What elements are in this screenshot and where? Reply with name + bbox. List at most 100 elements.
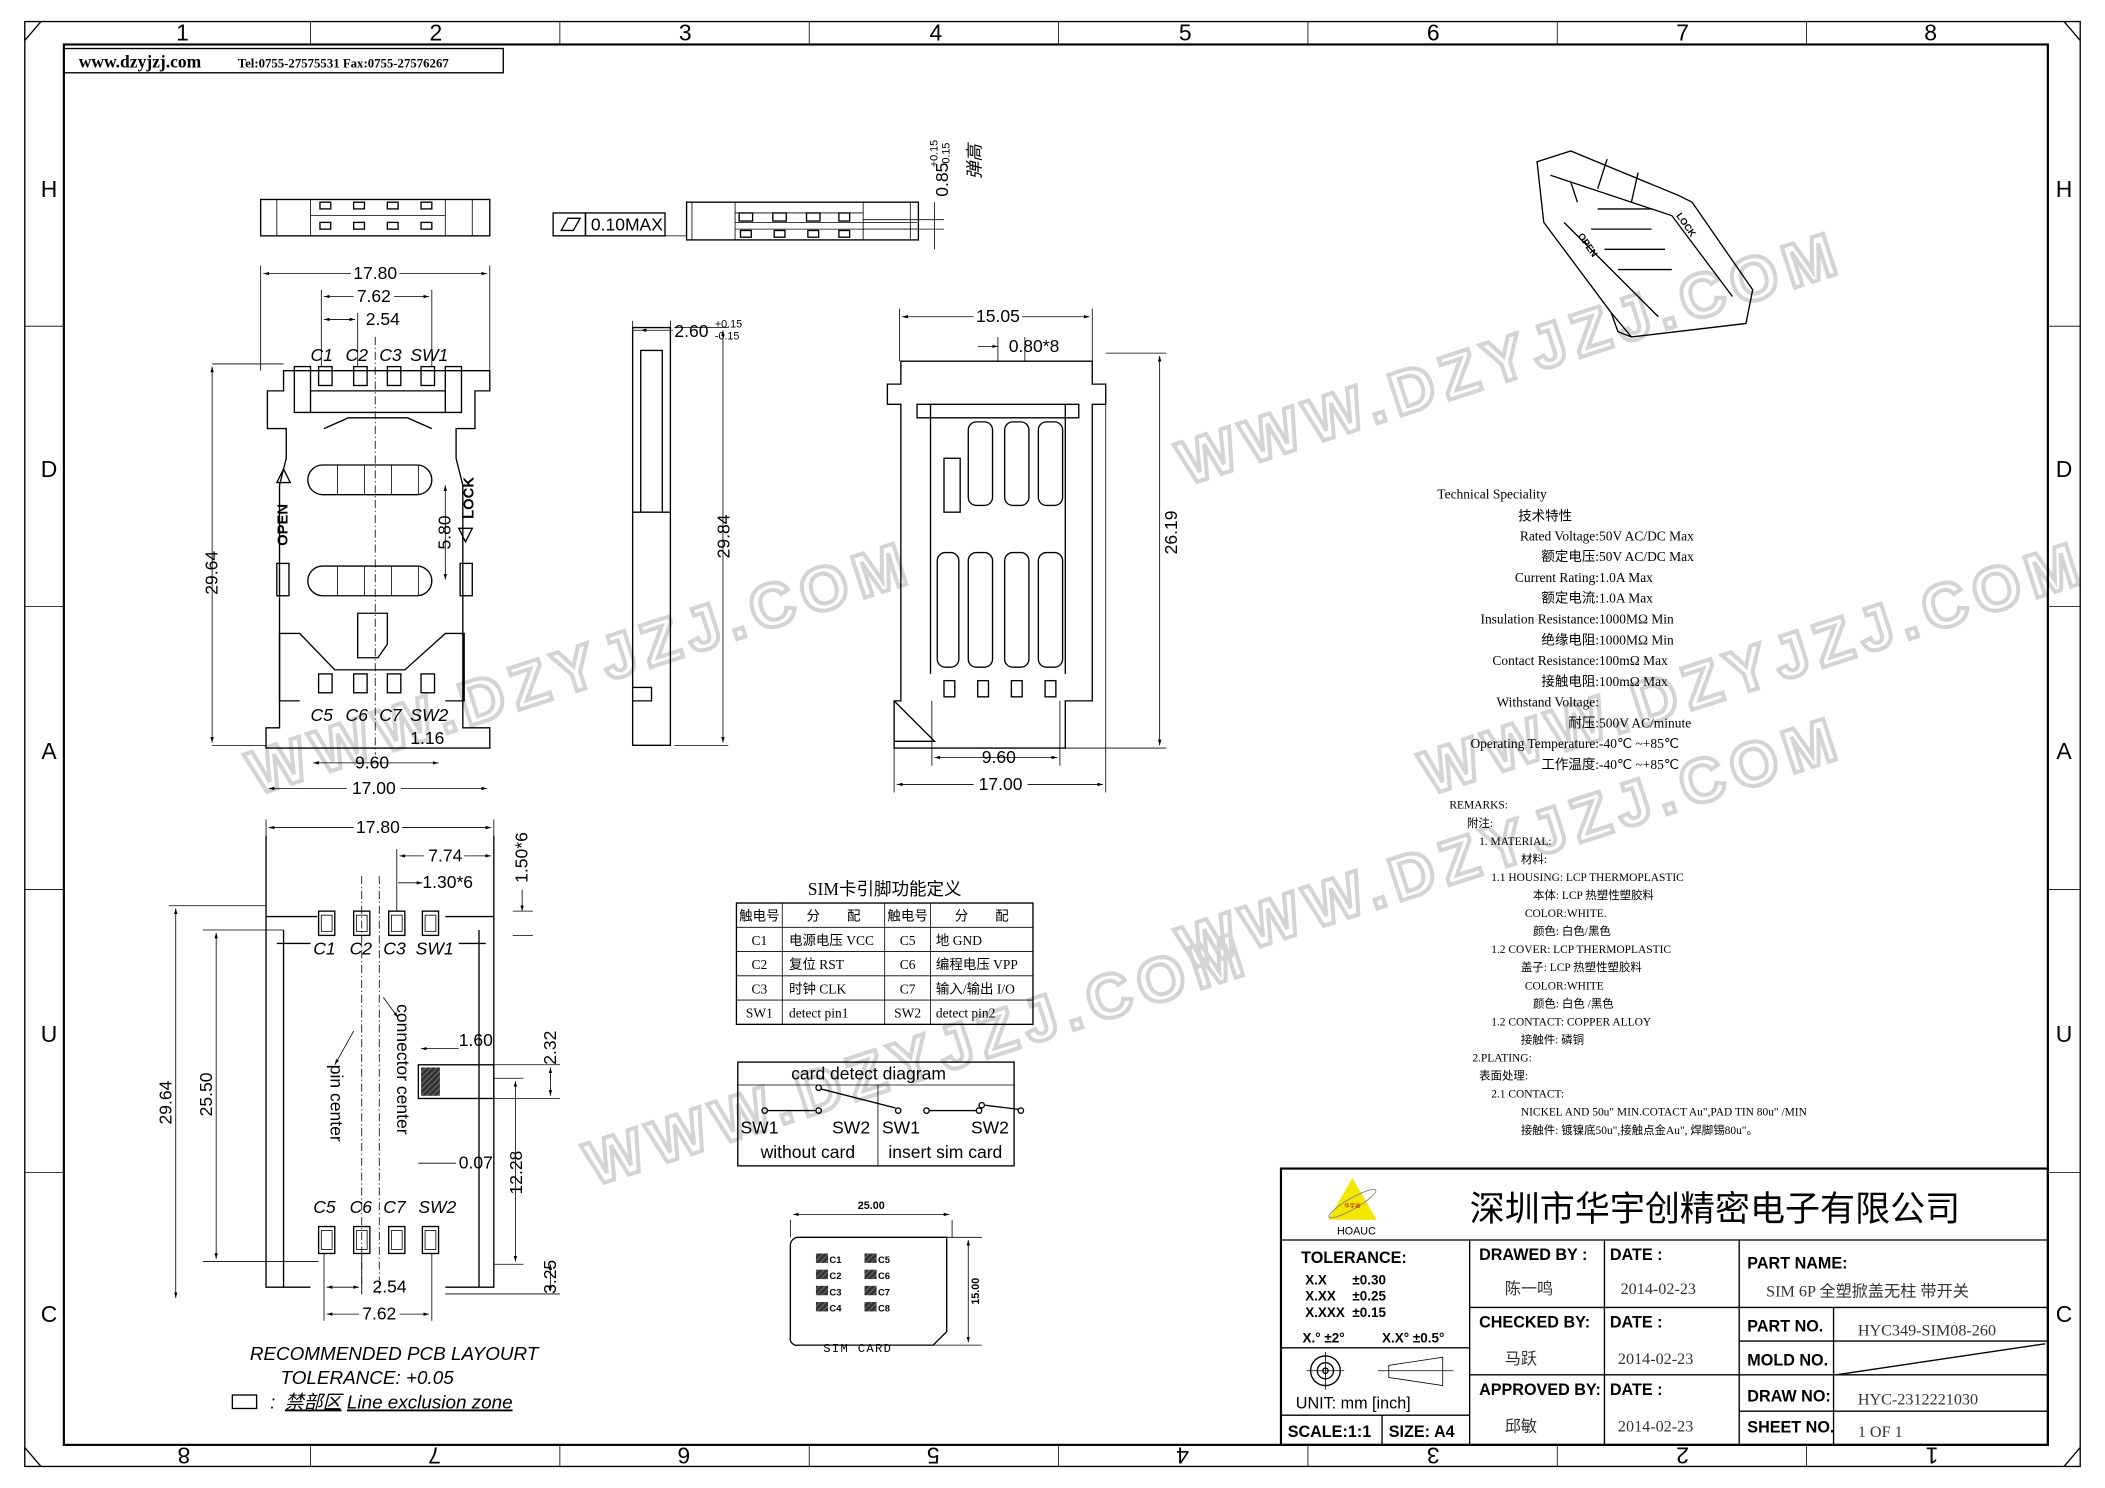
sw1-label: SW1 bbox=[740, 1118, 778, 1138]
sim-contact-label: C1 bbox=[829, 1254, 841, 1265]
remark-line: COLOR:WHITE. bbox=[1525, 908, 1607, 920]
col-label: 2 bbox=[429, 19, 442, 45]
spec-value: 1.0A Max bbox=[1599, 570, 1653, 585]
spec-label: Operating Temperature: bbox=[1470, 736, 1599, 751]
dim-offset-x: 7.74 bbox=[428, 845, 462, 865]
drawed-by: 陈一鸣 bbox=[1505, 1280, 1553, 1298]
spec-label: 绝缘电阻: bbox=[1541, 632, 1599, 647]
company-name: 深圳市华宇创精密电子有限公司 bbox=[1470, 1189, 1960, 1230]
col-label: 7 bbox=[428, 1443, 441, 1469]
col-label: 6 bbox=[1427, 19, 1440, 45]
part-no-label: PART NO. bbox=[1747, 1318, 1823, 1336]
table-cell: 编程电压 VPP bbox=[936, 957, 1018, 972]
pin-label: C1 bbox=[313, 938, 335, 958]
pin-label: SW2 bbox=[418, 1197, 456, 1217]
dim-offset: 1.16 bbox=[410, 728, 444, 748]
col-label: 2 bbox=[1676, 1443, 1689, 1469]
dim-pad-w: 1.30*6 bbox=[422, 872, 473, 892]
sim-contact-label: C4 bbox=[829, 1302, 842, 1313]
remark-line: 附注: bbox=[1467, 816, 1493, 830]
approved-by: 邱敏 bbox=[1505, 1417, 1537, 1435]
pin-label: C2 bbox=[346, 345, 369, 365]
pin-label: SW2 bbox=[410, 705, 448, 725]
date-value: 2014-02-23 bbox=[1618, 1351, 1693, 1368]
table-cell: 地 GND bbox=[936, 933, 982, 948]
company-logo: 华宇创 HOAUC bbox=[1328, 1178, 1377, 1238]
spec-value: 100mΩ Max bbox=[1599, 674, 1668, 689]
spec-label: 工作温度: bbox=[1541, 757, 1599, 772]
dim-inner: 9.60 bbox=[982, 747, 1016, 767]
checked-by-label: CHECKED BY: bbox=[1479, 1314, 1590, 1332]
pin-label: SW1 bbox=[410, 345, 448, 365]
col-label: 5 bbox=[1179, 19, 1192, 45]
table-cell: C1 bbox=[751, 933, 767, 948]
dim-height: 29.64 bbox=[202, 551, 222, 595]
tol-value: ±0.30 bbox=[1352, 1272, 1386, 1287]
spec-label: Contact Resistance: bbox=[1492, 653, 1599, 668]
row-label: A bbox=[41, 738, 57, 764]
website-link[interactable]: www.dzyjzj.com bbox=[79, 51, 202, 71]
header-box: www.dzyjzj.com Tel:0755-27575531 Fax:075… bbox=[63, 47, 504, 74]
dim-pad-h: 1.50*6 bbox=[512, 832, 532, 883]
col-label: 4 bbox=[1176, 1443, 1189, 1469]
side-view-drawing: 0.10MAX 0.85 +0.15 -0.15 弹高 bbox=[552, 140, 984, 250]
tol-key: X.XXX bbox=[1305, 1305, 1345, 1320]
draw-no: HYC-2312221030 bbox=[1858, 1391, 1978, 1408]
table-cell: 输入/输出 I/O bbox=[936, 981, 1015, 996]
grid-labels: 1 2 3 4 5 6 7 8 1 2 3 4 5 6 7 8 H D A U … bbox=[41, 19, 2073, 1468]
pin-label: C3 bbox=[379, 345, 402, 365]
remarks: REMARKS:附注:1. MATERIAL:材料:1.1 HOUSING: L… bbox=[1449, 800, 1806, 1137]
pin-label: C3 bbox=[383, 938, 406, 958]
col-label: 4 bbox=[930, 19, 943, 45]
tol-key: X.X bbox=[1305, 1272, 1327, 1287]
pin-label: C7 bbox=[383, 1197, 407, 1217]
row-label: H bbox=[41, 176, 58, 202]
checked-by: 马跃 bbox=[1505, 1350, 1537, 1368]
contact-info: Tel:0755-27575531 Fax:0755-27576267 bbox=[238, 56, 450, 70]
table-cell: C2 bbox=[751, 957, 767, 972]
remark-line: 2.PLATING: bbox=[1472, 1053, 1531, 1065]
row-label: A bbox=[2056, 738, 2072, 764]
pin-label: C1 bbox=[311, 345, 333, 365]
dim-notch-w: 1.60 bbox=[459, 1030, 493, 1050]
spec-value: -40℃ ~+85℃ bbox=[1599, 757, 1679, 772]
logo-cn: 华宇创 bbox=[1344, 1202, 1360, 1210]
date-value: 2014-02-23 bbox=[1621, 1281, 1696, 1298]
spec-label: 额定电压: bbox=[1541, 549, 1599, 564]
col-label: 8 bbox=[1924, 19, 1937, 45]
row-label: D bbox=[2056, 456, 2073, 482]
angle-tol: X.° ±2° bbox=[1303, 1330, 1345, 1345]
projection-symbol-icon bbox=[1306, 1351, 1454, 1390]
end-view-drawing bbox=[259, 198, 491, 237]
tol-key: X.XX bbox=[1305, 1289, 1336, 1304]
dim-length: 29.84 bbox=[714, 514, 734, 558]
sheet-frame bbox=[24, 20, 2081, 1468]
sw2-label: SW2 bbox=[971, 1118, 1009, 1138]
date-label: DATE : bbox=[1610, 1314, 1663, 1332]
spec-value: 50V AC/DC Max bbox=[1599, 549, 1694, 564]
sim-width-dim: 25.00 bbox=[858, 1200, 885, 1212]
dim-width: 17.80 bbox=[356, 817, 400, 837]
table-cell: detect pin1 bbox=[789, 1006, 848, 1021]
pin-label: C2 bbox=[350, 938, 373, 958]
spec-value: 50V AC/DC Max bbox=[1599, 528, 1694, 543]
date-value: 2014-02-23 bbox=[1618, 1418, 1693, 1435]
col-label: 5 bbox=[927, 1443, 940, 1469]
spring-tol-plus: +0.15 bbox=[928, 140, 940, 167]
table-header: 触电号 bbox=[739, 909, 779, 924]
remark-line: 接触件: 镀镍底50u",接触点金Au", 焊脚锡80u"。 bbox=[1521, 1123, 1758, 1137]
col-label: 1 bbox=[1926, 1443, 1939, 1469]
table-cell: detect pin2 bbox=[936, 1006, 995, 1021]
sim-height-dim: 15.00 bbox=[970, 1278, 982, 1305]
col-label: 1 bbox=[176, 19, 189, 45]
remark-line: 1.1 HOUSING: LCP THERMOPLASTIC bbox=[1491, 872, 1684, 884]
bottom-view-drawing: 15.05 0.80*8 26.19 9.60 17.00 bbox=[886, 306, 1181, 794]
table-header: 分 配 bbox=[955, 909, 1009, 924]
spec-label: Withstand Voltage: bbox=[1496, 695, 1599, 710]
dim-height: 26.19 bbox=[1161, 510, 1181, 554]
size-label: SIZE: A4 bbox=[1389, 1423, 1455, 1441]
pin-label: C6 bbox=[346, 705, 369, 725]
table-cell: SW2 bbox=[894, 1006, 921, 1021]
table-cell: C3 bbox=[751, 981, 767, 996]
